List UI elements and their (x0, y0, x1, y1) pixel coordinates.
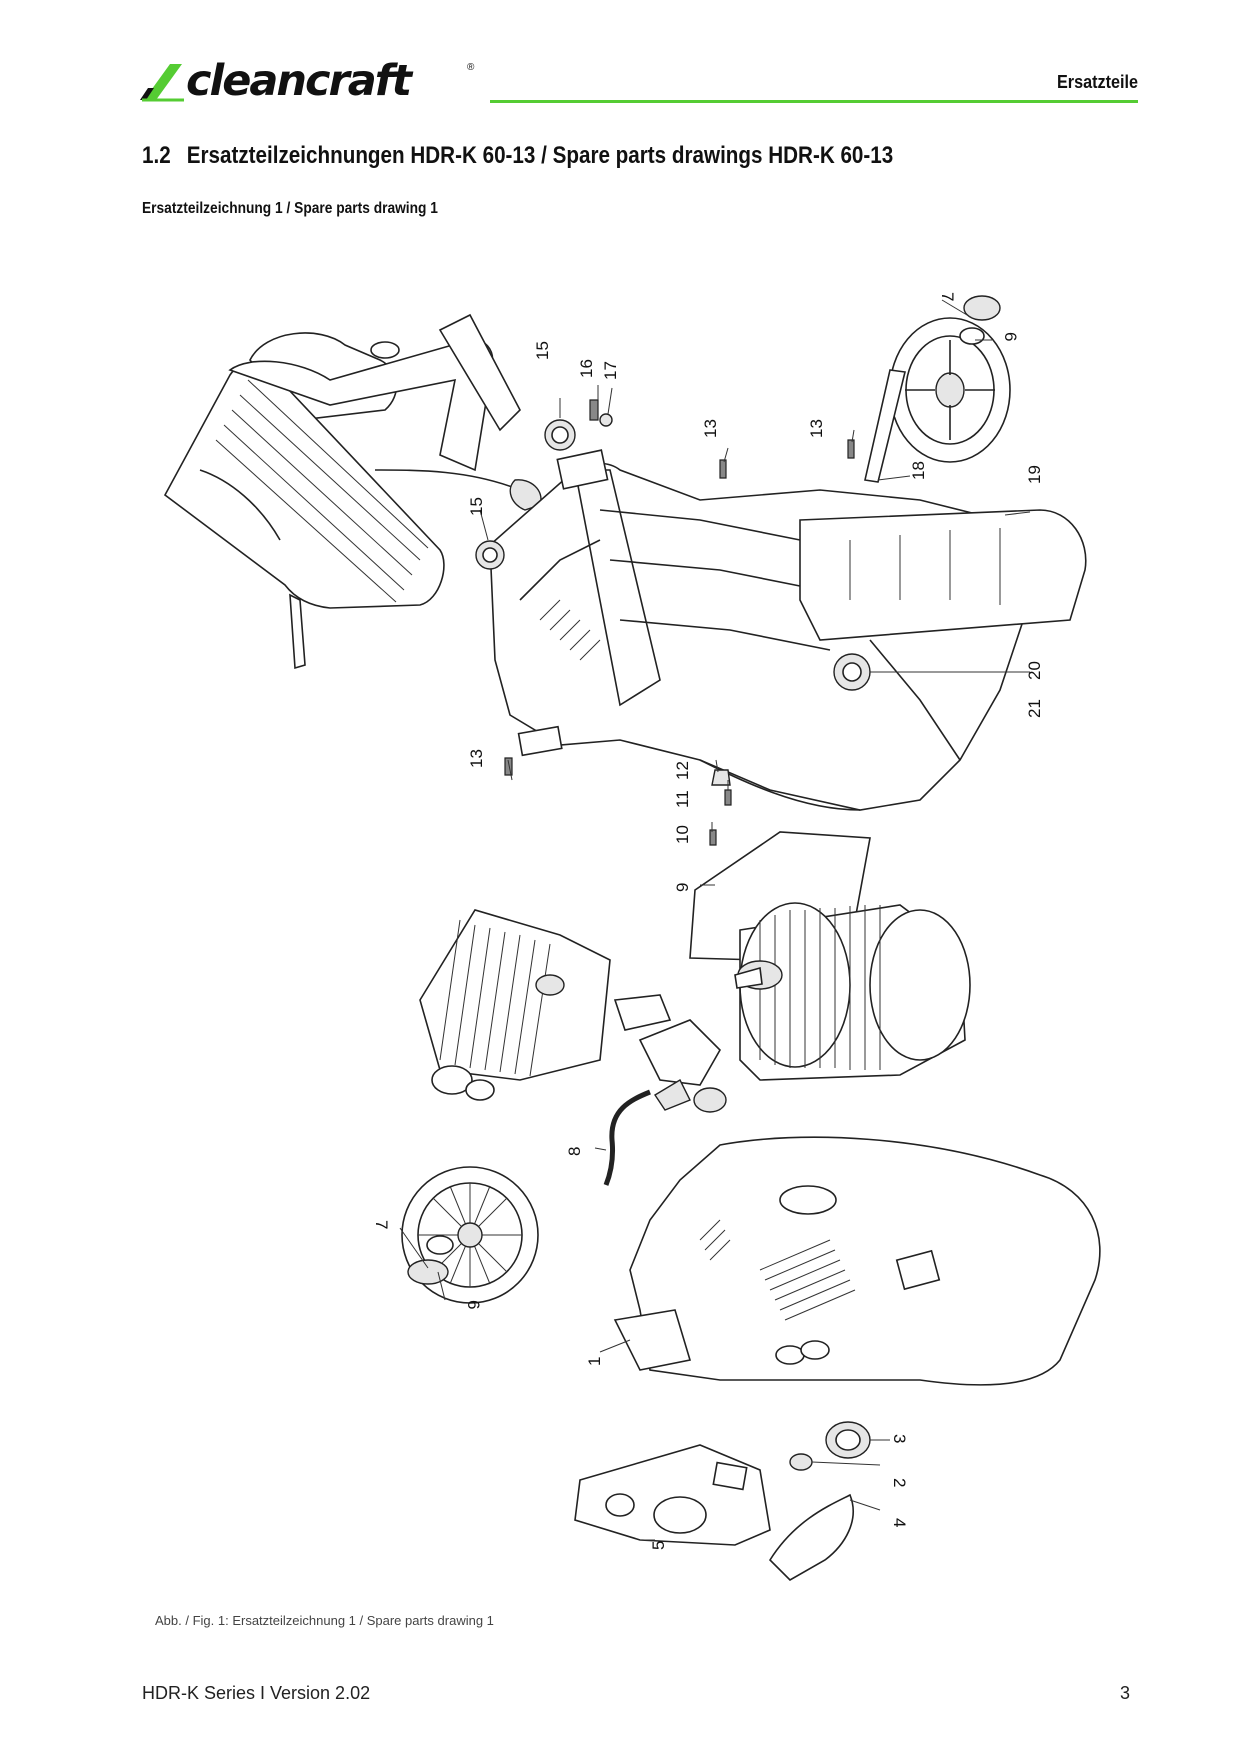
footer-series-version: HDR-K Series I Version 2.02 (142, 1683, 371, 1703)
part-label: 1 (585, 1357, 604, 1366)
part-label: 10 (673, 825, 692, 844)
registered-mark: ® (467, 62, 475, 73)
part-label: 12 (673, 761, 692, 780)
footer-page-number: 3 (1119, 1683, 1130, 1703)
leader-lines (399, 299, 1031, 1541)
wheel-bottom-drawing (401, 1166, 539, 1304)
part-label: 3 (890, 1434, 909, 1443)
part-label: 16 (577, 359, 596, 378)
control-panel-drawing (574, 1421, 871, 1581)
hose-drawing (603, 1089, 651, 1186)
motor-drawing (734, 902, 971, 1081)
header-rule (490, 100, 1138, 103)
part-label: 13 (807, 419, 826, 438)
part-label: 13 (467, 749, 486, 768)
section-title: 1.2 Ersatzteilzeichnungen HDR-K 60-13 / S… (142, 142, 893, 170)
part-label: 2 (890, 1478, 909, 1487)
part-label: 18 (909, 461, 928, 480)
wheel-top-drawing (864, 295, 1011, 483)
brand-name: cleancraft (186, 56, 412, 106)
part-label: 15 (467, 497, 486, 516)
drawing-subtitle: Ersatzteilzeichnung 1 / Spare parts draw… (142, 200, 438, 217)
part-label: 17 (601, 361, 620, 380)
section-number: 1.2 (142, 142, 171, 169)
housing-cover-drawing (613, 1136, 1101, 1386)
part-labels: 7 6 15 16 17 13 13 18 19 15 20 21 13 12 … (372, 292, 1044, 1550)
header-section-label: Ersatzteile (1056, 72, 1138, 92)
part-label: 13 (701, 419, 720, 438)
part-label: 5 (649, 1541, 668, 1550)
section-title-text: Ersatzteilzeichnungen HDR-K 60-13 / Spar… (186, 142, 894, 169)
part-label: 15 (533, 341, 552, 360)
frame-chassis-drawing (489, 449, 1087, 811)
part-label: 20 (1025, 661, 1044, 680)
part-label: 6 (1001, 332, 1020, 341)
part-label: 8 (565, 1147, 584, 1156)
part-label: 21 (1025, 699, 1044, 718)
pump-drawing (419, 909, 727, 1113)
part-label: 7 (938, 292, 957, 301)
part-label: 9 (673, 883, 692, 892)
part-label: 7 (372, 1220, 391, 1229)
part-label: 19 (1025, 465, 1044, 484)
part-label: 11 (673, 790, 692, 808)
part-label: 6 (464, 1300, 483, 1309)
figure-caption: Abb. / Fig. 1: Ersatzteilzeichnung 1 / S… (155, 1613, 494, 1628)
brand-logo: cleancraft ® (140, 56, 480, 106)
hose-reel-drawing (163, 313, 542, 670)
small-parts-top-drawing (475, 399, 871, 846)
logo-mark-icon (140, 64, 184, 102)
part-label: 4 (890, 1518, 909, 1527)
